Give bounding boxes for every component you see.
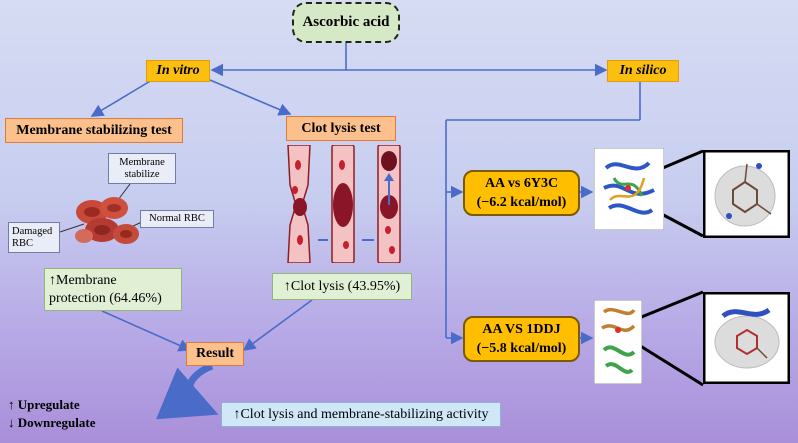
in-silico-label: In silico <box>619 63 667 78</box>
membrane-test-label: Membrane stabilizing test <box>16 122 172 138</box>
legend-down: ↓ Downregulate <box>8 415 96 430</box>
normal-rbc-text: Normal RBC <box>149 213 205 224</box>
membrane-stabilize-text: Membrane stabilize <box>119 156 165 180</box>
binding-pocket-1ddj <box>703 292 790 384</box>
protein-1ddj-image <box>594 300 642 384</box>
legend: ↑ Upregulate ↓ Downregulate <box>8 396 96 432</box>
blood-vessel-illustration <box>287 145 401 263</box>
protein-6y3c-image <box>594 148 664 230</box>
full-clot <box>333 183 353 227</box>
summary-label: ↑Clot lysis and membrane-stabilizing act… <box>233 406 489 422</box>
damaged-rbc-text: Damaged RBC <box>12 225 53 249</box>
label-damaged-rbc: Damaged RBC <box>8 222 60 253</box>
docking-1ddj-line1: AA VS 1DDJ <box>482 322 561 337</box>
label-normal-rbc: Normal RBC <box>140 210 214 228</box>
root-label: Ascorbic acid <box>302 14 390 30</box>
curved-arrow <box>156 362 219 420</box>
docking-6y3c-line2: (−6.2 kcal/mol) <box>476 195 567 210</box>
docking-1ddj-node: AA VS 1DDJ (−5.8 kcal/mol) <box>463 316 580 362</box>
clot-result-node: ↑Clot lysis (43.95%) <box>272 273 412 300</box>
in-vitro-node: In vitro <box>146 60 210 82</box>
result-label: Result <box>195 346 235 361</box>
result-node: Result <box>186 342 244 366</box>
root-node: Ascorbic acid <box>292 2 400 43</box>
in-silico-node: In silico <box>607 60 679 82</box>
legend-up: ↑ Upregulate <box>8 397 80 412</box>
lysing-clot <box>380 195 398 219</box>
binding-pocket-6y3c <box>703 150 790 238</box>
summary-node: ↑Clot lysis and membrane-stabilizing act… <box>221 402 501 427</box>
label-membrane-stabilize: Membrane stabilize <box>108 153 176 184</box>
rbc-illustration <box>75 197 139 244</box>
forming-clot <box>293 198 307 216</box>
docking-6y3c-node: AA vs 6Y3C (−6.2 kcal/mol) <box>463 170 580 216</box>
docking-1ddj-line2: (−5.8 kcal/mol) <box>476 341 567 356</box>
membrane-result-line1: ↑Membrane <box>49 272 117 288</box>
clot-result-label: ↑Clot lysis (43.95%) <box>283 278 401 294</box>
clot-test-node: Clot lysis test <box>286 116 396 141</box>
clot-test-label: Clot lysis test <box>301 120 381 136</box>
membrane-result-node: ↑Membrane protection (64.46%) <box>44 268 182 311</box>
in-vitro-label: In vitro <box>156 63 200 78</box>
membrane-test-node: Membrane stabilizing test <box>5 118 183 143</box>
membrane-result-line2: protection (64.46%) <box>49 290 162 306</box>
docking-6y3c-line1: AA vs 6Y3C <box>484 176 559 191</box>
